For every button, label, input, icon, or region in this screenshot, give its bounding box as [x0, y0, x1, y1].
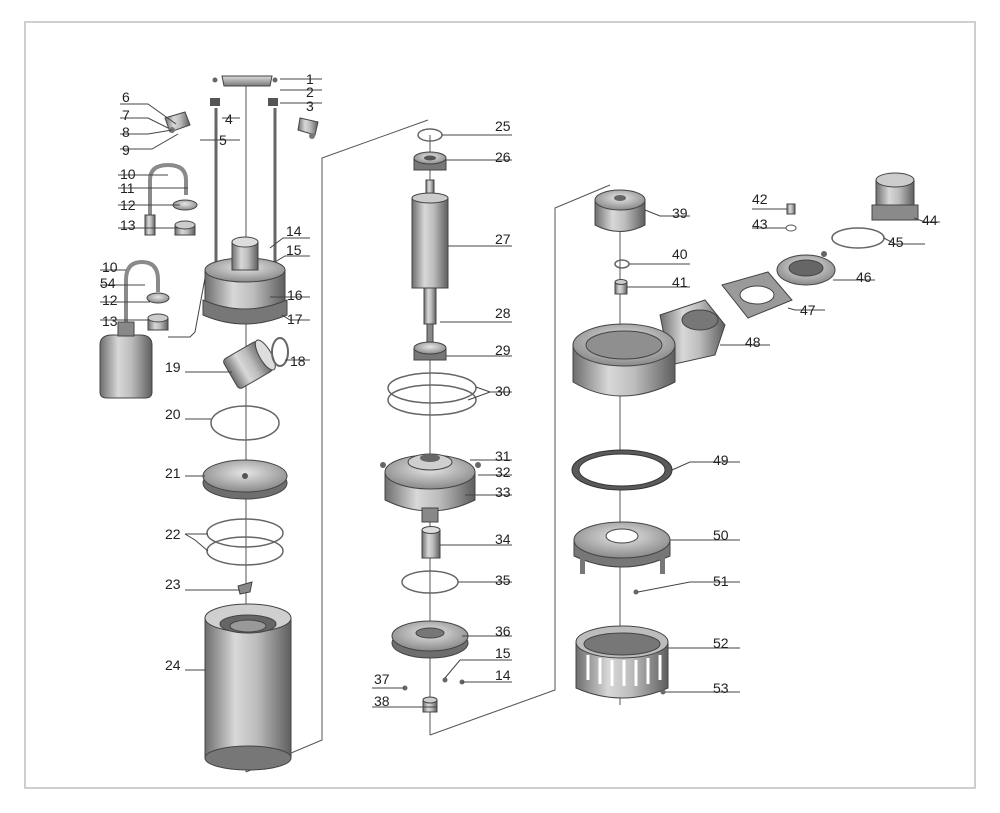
part-oil-chamber-cover — [391, 620, 469, 691]
part-float-switch — [99, 259, 170, 399]
callout-32: 32 — [495, 464, 511, 480]
callout-20: 20 — [165, 406, 181, 422]
part-rotor-shaft — [411, 179, 449, 343]
callout-6: 6 — [122, 89, 130, 105]
part-bearing-29 — [413, 341, 447, 361]
part-bolt-42 — [785, 203, 797, 232]
part-motor-casing — [204, 603, 292, 771]
callout-9: 9 — [122, 142, 130, 158]
callout-38: 38 — [374, 693, 390, 709]
part-tie-rods — [214, 108, 277, 265]
callout-54: 54 — [100, 275, 116, 291]
callout-2: 2 — [306, 84, 314, 100]
callout-12a: 12 — [120, 197, 136, 213]
part-rings-22 — [206, 518, 284, 566]
callout-12b: 12 — [102, 292, 118, 308]
callout-26: 26 — [495, 149, 511, 165]
part-cable-upper — [144, 162, 198, 236]
callout-10b: 10 — [102, 259, 118, 275]
callout-42: 42 — [752, 191, 768, 207]
part-strainer — [575, 625, 669, 699]
callout-49: 49 — [713, 452, 729, 468]
callout-34: 34 — [495, 531, 511, 547]
callout-47: 47 — [800, 302, 816, 318]
callout-15a: 15 — [286, 242, 302, 258]
part-rings-30 — [387, 372, 477, 416]
callout-51: 51 — [713, 573, 729, 589]
part-gasket-47 — [721, 271, 793, 319]
callout-22: 22 — [165, 526, 181, 542]
callout-28: 28 — [495, 305, 511, 321]
part-mechanical-seal — [421, 526, 441, 559]
callout-50: 50 — [713, 527, 729, 543]
callout-37: 37 — [374, 671, 390, 687]
callout-4: 4 — [225, 111, 233, 127]
callout-14a: 14 — [286, 223, 302, 239]
part-motor-head — [202, 236, 288, 325]
callout-14b: 14 — [495, 667, 511, 683]
part-pump-base — [573, 521, 671, 595]
callout-52: 52 — [713, 635, 729, 651]
part-top-bracket — [210, 75, 278, 106]
part-pump-volute — [572, 299, 726, 397]
callout-3: 3 — [306, 98, 314, 114]
diagram-frame — [24, 21, 976, 789]
callout-10a: 10 — [120, 166, 136, 182]
callout-48: 48 — [745, 334, 761, 350]
callout-53: 53 — [713, 680, 729, 696]
callout-43: 43 — [752, 216, 768, 232]
callout-labels: 1 2 3 4 5 6 7 8 9 10 11 12 13 14 15 10 5… — [100, 71, 938, 709]
callout-19: 19 — [165, 359, 181, 375]
part-impeller-nut — [614, 279, 628, 295]
part-bearing-26 — [413, 151, 447, 171]
callout-41: 41 — [672, 274, 688, 290]
part-bearing-cover — [202, 459, 288, 500]
callout-24: 24 — [165, 657, 181, 673]
callout-30: 30 — [495, 383, 511, 399]
leader-lines — [100, 78, 940, 708]
callout-27: 27 — [495, 231, 511, 247]
callout-44: 44 — [922, 212, 938, 228]
callout-25: 25 — [495, 118, 511, 134]
part-nut-38 — [422, 696, 438, 713]
part-flange-46 — [776, 251, 836, 286]
callout-13b: 13 — [102, 313, 118, 329]
callout-18: 18 — [290, 353, 306, 369]
callout-7: 7 — [122, 107, 130, 123]
callout-39: 39 — [672, 205, 688, 221]
callout-46: 46 — [856, 269, 872, 285]
callout-13a: 13 — [120, 217, 136, 233]
callout-33: 33 — [495, 484, 511, 500]
part-impeller — [594, 189, 646, 232]
callout-5: 5 — [219, 132, 227, 148]
part-key-23 — [237, 581, 253, 595]
callout-23: 23 — [165, 576, 181, 592]
callout-21: 21 — [165, 465, 181, 481]
part-capacitor — [223, 337, 289, 389]
callout-36: 36 — [495, 623, 511, 639]
callout-45: 45 — [888, 234, 904, 250]
part-seal-housing — [380, 453, 481, 523]
callout-8: 8 — [122, 124, 130, 140]
part-gasket-49 — [571, 449, 673, 491]
callout-17: 17 — [287, 311, 303, 327]
callout-16: 16 — [287, 287, 303, 303]
callout-40: 40 — [672, 246, 688, 262]
callout-35: 35 — [495, 572, 511, 588]
part-o-ring-45 — [831, 227, 885, 249]
callout-1: 1 — [306, 71, 314, 87]
part-o-ring-20 — [210, 405, 280, 441]
callout-31: 31 — [495, 448, 511, 464]
callout-11: 11 — [120, 180, 135, 196]
part-cable-glands — [164, 111, 319, 139]
part-o-ring-40 — [614, 259, 630, 269]
part-outlet-coupling — [871, 172, 919, 221]
callout-15b: 15 — [495, 645, 511, 661]
callout-29: 29 — [495, 342, 511, 358]
